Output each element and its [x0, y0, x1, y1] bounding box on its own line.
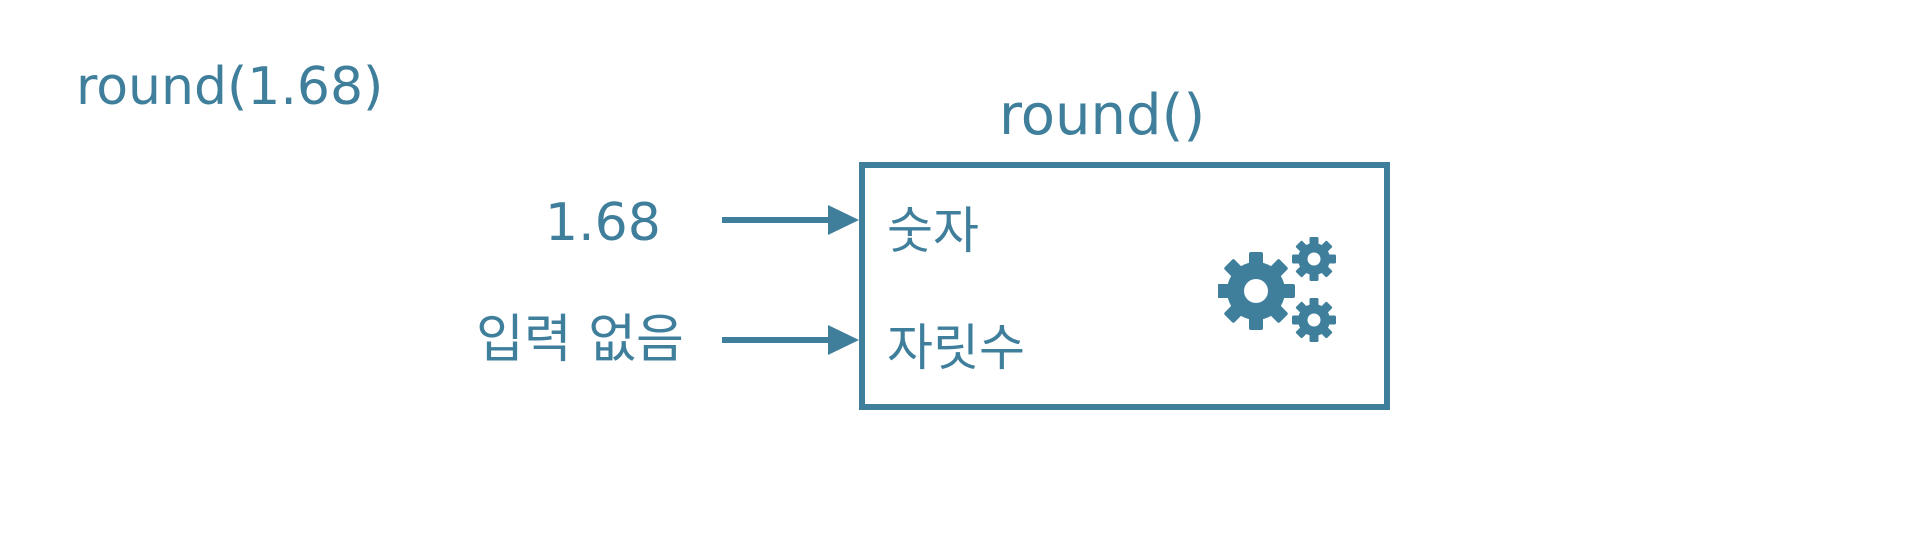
arrow-digits: [722, 325, 859, 355]
gear-small-bottom-icon: [1292, 298, 1336, 342]
function-name: round(): [999, 83, 1206, 148]
call-expression: round(1.68): [76, 57, 384, 117]
input-number-value: 1.68: [545, 193, 661, 253]
function-box: 숫자 자릿수: [859, 162, 1390, 410]
param-label-number: 숫자: [887, 202, 979, 260]
param-label-digits: 자릿수: [887, 319, 1025, 377]
gears-icon: [1218, 237, 1336, 342]
input-digits-value: 입력 없음: [476, 310, 684, 370]
gear-large-icon: [1218, 252, 1295, 330]
arrow-number: [722, 205, 859, 235]
gear-small-top-icon: [1292, 237, 1336, 281]
